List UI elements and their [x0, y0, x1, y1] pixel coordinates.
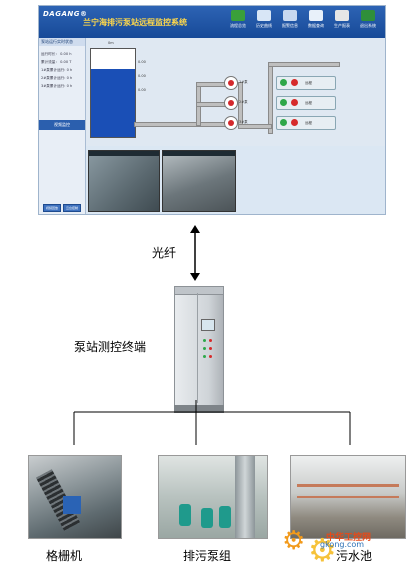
pump-label: 3#泵	[239, 120, 248, 124]
video-section-header: 视频监控	[39, 120, 85, 130]
report-icon	[335, 10, 349, 21]
remote-label: 远程	[305, 101, 312, 105]
gear-icon: ⚙	[282, 526, 306, 556]
control-cabinet	[174, 286, 224, 413]
cabinet-screen	[201, 319, 215, 331]
scada-title: 兰宁海排污泵站远程监控系统	[83, 18, 187, 27]
watermark-text: 中华工控网	[326, 533, 372, 543]
pump-group-photo	[158, 455, 268, 539]
bar-screen-label: 格栅机	[46, 549, 83, 563]
database-icon	[309, 10, 323, 21]
nav-alarm-button[interactable]: 报警信息	[277, 10, 303, 34]
side-row: 运行时长： 0.00 h	[41, 52, 72, 56]
camera-feed-1[interactable]	[88, 150, 160, 212]
cabinet-top	[175, 287, 223, 295]
process-diagram: 0m 0.00 0.00 0.00 1#泵 2#泵 3#泵 远程	[86, 38, 385, 146]
cabinet-base	[174, 405, 224, 413]
pump-3-control[interactable]: 远程	[276, 116, 336, 130]
side-row: 3#泵累计运行: 0 h	[41, 84, 73, 88]
nav-report-button[interactable]: 生产报表	[329, 10, 355, 34]
status-lamp	[291, 119, 298, 126]
indicator-light	[209, 347, 212, 350]
indicator-light	[209, 355, 212, 358]
level-readout: 0.00	[138, 88, 146, 92]
branch-pipe	[196, 82, 226, 87]
terminal-label: 泵站测控终端	[74, 340, 147, 354]
side-row: 累计流量： 0.00 T	[41, 60, 72, 64]
pump-3[interactable]	[224, 116, 238, 130]
blue-bin	[63, 496, 81, 514]
sewage-pool-photo	[290, 455, 406, 539]
camera-feeds	[86, 150, 385, 214]
status-lamp	[280, 99, 287, 106]
nav-exit-button[interactable]: 退出系统	[355, 10, 381, 34]
gear-icon: ⚙	[308, 531, 337, 569]
bar-screen-photo	[28, 455, 122, 539]
status-lamp	[280, 79, 287, 86]
outlet-pipe	[268, 62, 340, 67]
tank-top-label: 0m	[108, 41, 114, 45]
scada-header: DAGANG® 兰宁海排污泵站远程监控系统 流程总览 历史曲线 报警信息 数据查…	[39, 6, 385, 38]
chart-icon	[257, 10, 271, 21]
indicator-light	[203, 347, 206, 350]
distribution-lines	[73, 400, 351, 445]
monitor-icon	[283, 10, 297, 21]
camera-feed-2[interactable]	[162, 150, 236, 212]
pump-unit	[201, 508, 213, 528]
sewage-pool-label: 污水池	[336, 549, 373, 563]
level-readout: 0.00	[138, 60, 146, 64]
pump-1-control[interactable]: 远程	[276, 76, 336, 90]
camera-bar	[163, 151, 235, 156]
side-header: 泵站运行实时状态	[39, 38, 85, 46]
pipe	[235, 456, 255, 538]
exit-icon	[361, 10, 375, 21]
railing	[297, 484, 399, 487]
status-lamp	[291, 99, 298, 106]
nav-history-button[interactable]: 历史曲线	[251, 10, 277, 34]
railing	[297, 496, 399, 498]
side-row: 1#泵累计运行: 0 h	[41, 68, 73, 72]
tank-air-space	[91, 49, 135, 69]
main-pipe	[134, 122, 232, 127]
overview-icon	[231, 10, 245, 21]
pump-unit	[179, 504, 191, 526]
pump-2-control[interactable]: 远程	[276, 96, 336, 110]
scada-logo: DAGANG®	[43, 10, 88, 18]
level-readout: 0.00	[138, 74, 146, 78]
pump-label: 2#泵	[239, 100, 248, 104]
nav-query-button[interactable]: 数据查询	[303, 10, 329, 34]
side-row: 2#泵累计运行: 0 h	[41, 76, 73, 80]
remote-label: 远程	[305, 121, 312, 125]
fiber-link-arrow	[190, 225, 200, 281]
video-playback-button[interactable]: 视频回放	[43, 204, 61, 212]
watermark-url: gkong.com	[320, 540, 365, 549]
indicator-light	[203, 339, 206, 342]
pump-unit	[219, 506, 231, 528]
camera-bar	[89, 151, 159, 156]
scada-sidebar: 泵站运行实时状态 运行时长： 0.00 h 累计流量： 0.00 T 1#泵累计…	[39, 38, 86, 214]
fiber-label: 光纤	[152, 246, 177, 260]
nav-overview-button[interactable]: 流程总览	[225, 10, 251, 34]
status-lamp	[280, 119, 287, 126]
pump-2[interactable]	[224, 96, 238, 110]
pump-1[interactable]	[224, 76, 238, 90]
indicator-light	[209, 339, 212, 342]
status-lamp	[291, 79, 298, 86]
branch-pipe	[196, 102, 226, 107]
pump-group-label: 排污泵组	[183, 549, 232, 563]
pump-label: 1#泵	[239, 80, 248, 84]
sewage-tank	[90, 48, 136, 138]
cabinet-door-seam	[197, 293, 198, 403]
tank-water-level	[91, 69, 135, 137]
ptz-control-button[interactable]: 云台控制	[63, 204, 81, 212]
remote-label: 远程	[305, 81, 312, 85]
scada-screenshot: DAGANG® 兰宁海排污泵站远程监控系统 流程总览 历史曲线 报警信息 数据查…	[38, 5, 386, 215]
outlet-pipe	[238, 124, 272, 129]
indicator-light	[203, 355, 206, 358]
